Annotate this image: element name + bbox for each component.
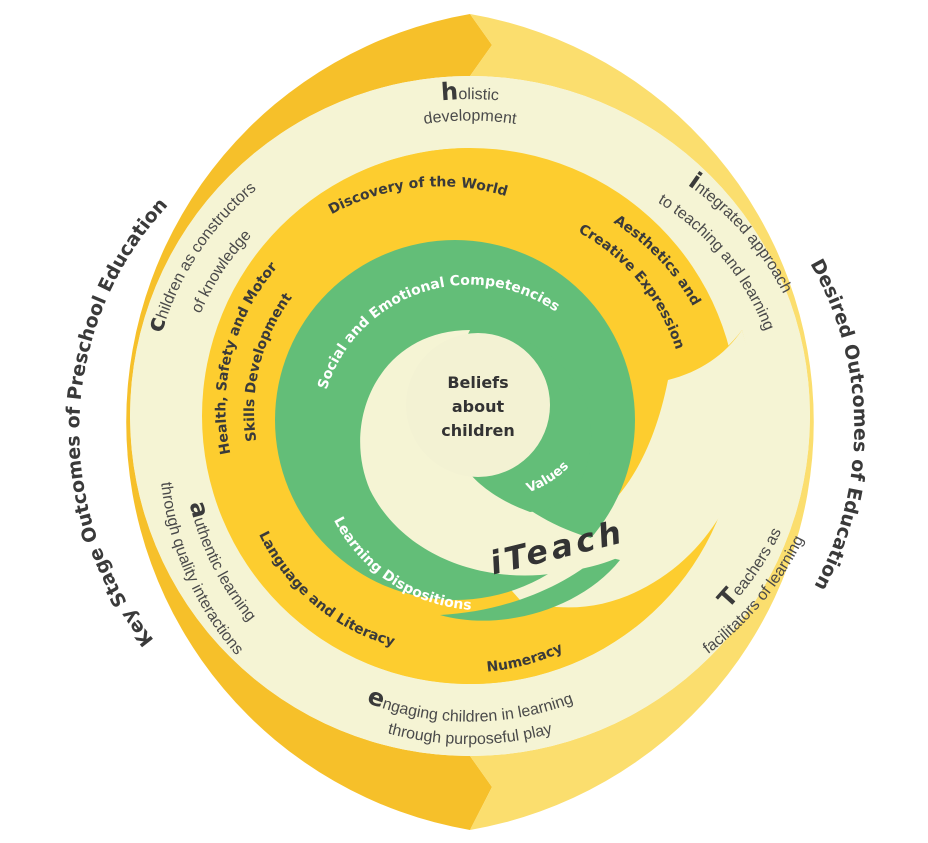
center-circle — [406, 333, 550, 477]
center-beliefs: Beliefs about children — [441, 373, 514, 440]
svg-text:about: about — [452, 397, 505, 416]
svg-text:holistic: holistic — [440, 77, 499, 106]
svg-text:Beliefs: Beliefs — [447, 373, 508, 392]
swirl-cream — [480, 330, 752, 608]
outer-right-label: Desired Outcomes of Education — [806, 255, 872, 594]
svg-text:children: children — [441, 421, 514, 440]
